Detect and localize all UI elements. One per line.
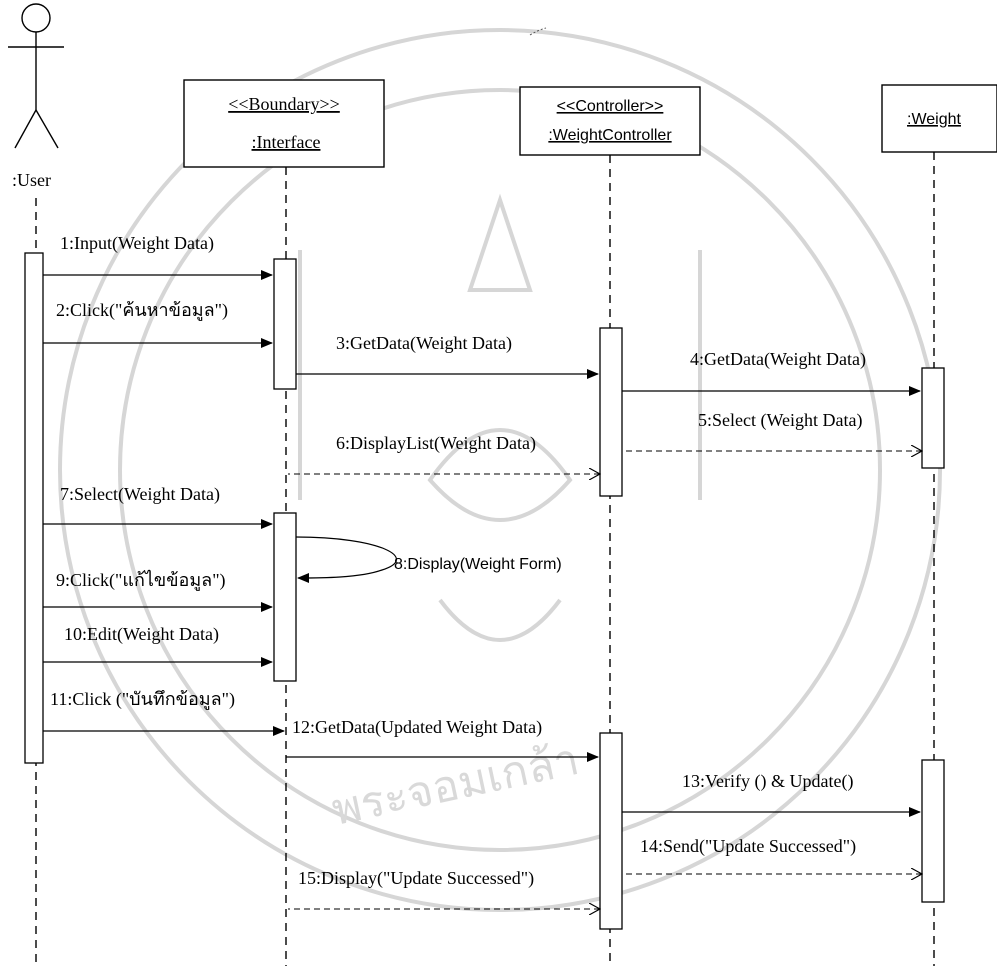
user-activation: [24, 252, 44, 764]
actor-head: [21, 3, 51, 33]
controller-object: <<Controller>> :WeightController: [519, 86, 701, 156]
message-6-label: 6:DisplayList(Weight Data): [336, 433, 536, 454]
interface-object: <<Boundary>> :Interface: [183, 79, 385, 168]
message-8-arrow: [295, 536, 397, 583]
weight-activation-1: [921, 367, 945, 469]
controller-name: :WeightController: [548, 127, 672, 144]
message-15-label: 15:Display("Update Successed"): [298, 868, 534, 889]
interface-name: :Interface: [252, 132, 321, 152]
actor-label: :User: [12, 170, 51, 190]
interface-activation-2: [273, 512, 297, 682]
message-13-label: 13:Verify () & Update(): [682, 771, 853, 792]
message-5-label: 5:Select (Weight Data): [698, 410, 863, 431]
message-9-label: 9:Click("แก้ไขข้อมูล"): [56, 569, 226, 591]
message-10-label: 10:Edit(Weight Data): [64, 624, 219, 645]
controller-activation-2: [599, 732, 623, 930]
interface-stereotype: <<Boundary>>: [228, 94, 340, 114]
message-7-label: 7:Select(Weight Data): [60, 484, 220, 505]
watermark-text: พระจอมเกล้า: [327, 734, 583, 836]
message-3-label: 3:GetData(Weight Data): [336, 333, 512, 354]
message-12-label: 12:GetData(Updated Weight Data): [292, 717, 542, 738]
message-2-label: 2:Click("ค้นหาข้อมูล"): [56, 300, 228, 321]
message-14-label: 14:Send("Update Successed"): [640, 836, 856, 857]
weight-name: :Weight: [907, 111, 962, 128]
message-11-label: 11:Click ("บันทึกข้อมูล"): [50, 689, 235, 710]
message-4-label: 4:GetData(Weight Data): [690, 349, 866, 370]
interface-activation-1: [273, 258, 297, 390]
weight-activation-2: [921, 759, 945, 903]
message-8-label: 8:Display(Weight Form): [394, 556, 562, 573]
stray-mark: [529, 27, 547, 36]
controller-activation-1: [599, 327, 623, 497]
controller-stereotype: <<Controller>>: [557, 98, 664, 115]
user-actor: :User: [8, 3, 64, 190]
message-1-label: 1:Input(Weight Data): [60, 233, 214, 254]
weight-object: :Weight: [881, 84, 997, 153]
